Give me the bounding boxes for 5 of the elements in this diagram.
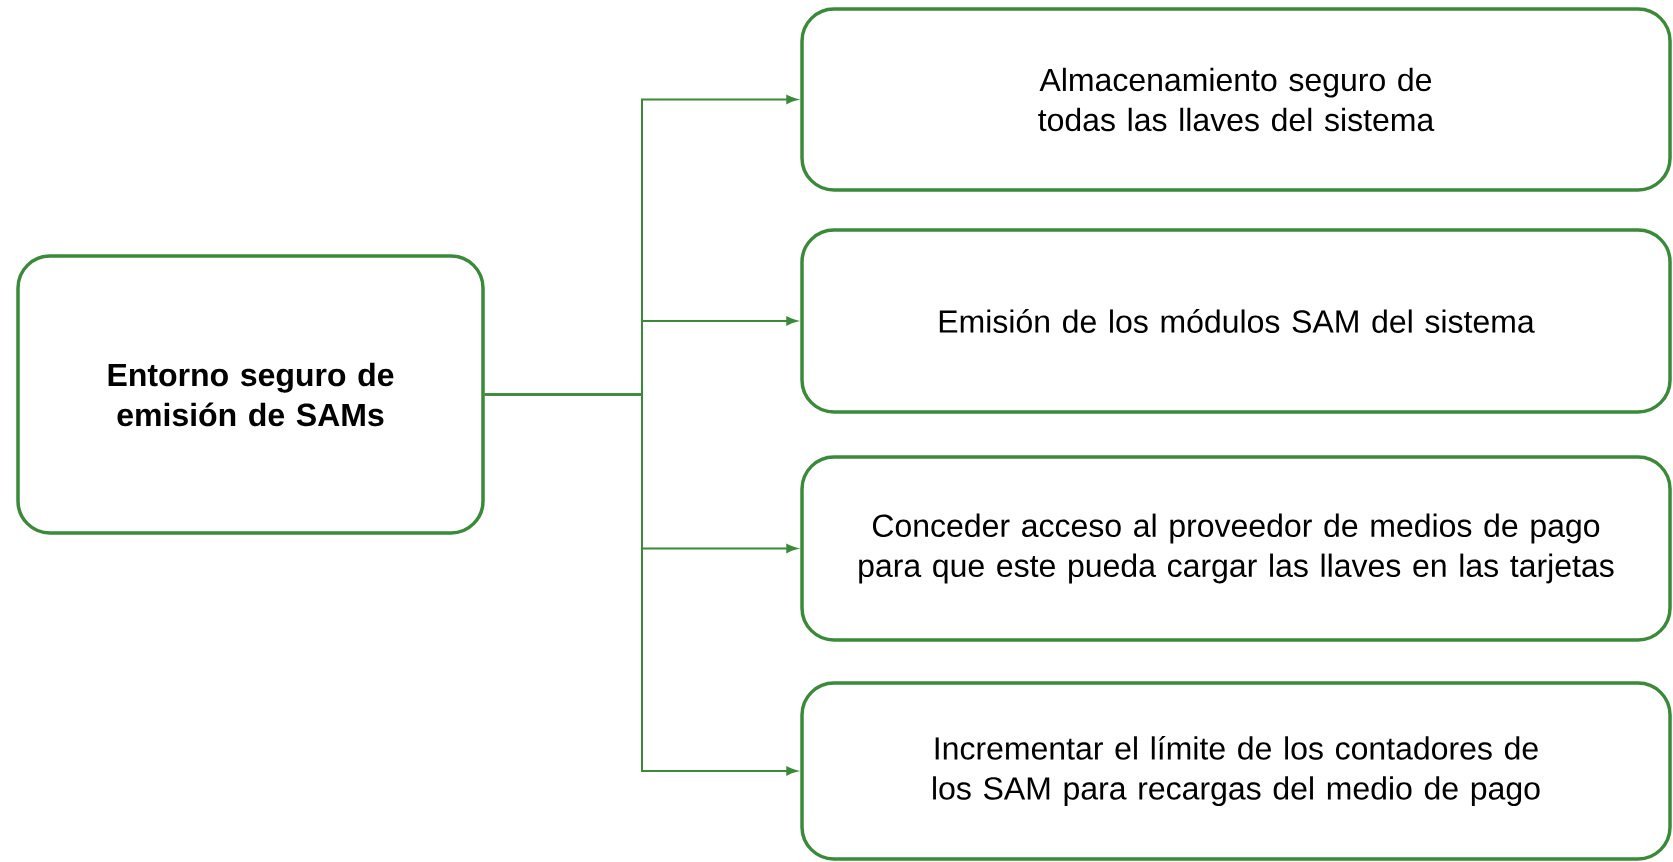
process-box: Conceder acceso al proveedor de medios de pago para que este pueda cargar las llaves en las tarjetas — [800, 455, 1672, 642]
process-box: Entorno seguro de emisión de SAMs — [16, 254, 485, 535]
process-box: Incrementar el límite de los contadores de los SAM para recargas del medio de pago — [800, 681, 1672, 861]
process-box: Almacenamiento seguro de todas las llaves del sistema — [800, 7, 1672, 192]
process-box: Emisión de los módulos SAM del sistema — [800, 228, 1672, 414]
